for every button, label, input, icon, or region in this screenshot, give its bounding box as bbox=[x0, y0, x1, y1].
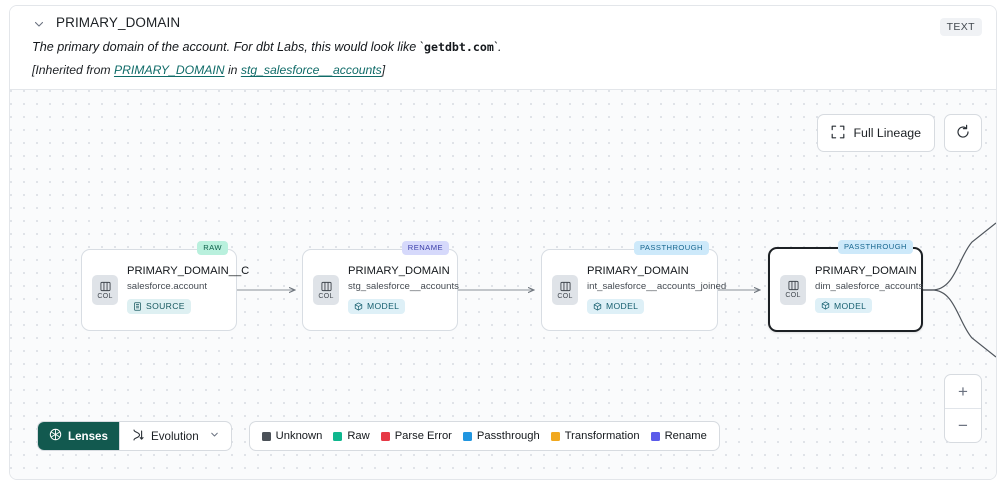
expand-icon bbox=[831, 125, 845, 142]
chip-label: COL bbox=[97, 292, 113, 300]
node-name: PRIMARY_DOMAIN bbox=[815, 264, 917, 277]
card-header: PRIMARY_DOMAIN TEXT The primary domain o… bbox=[10, 6, 996, 90]
database-icon bbox=[134, 302, 141, 311]
column-description: The primary domain of the account. For d… bbox=[10, 30, 996, 55]
lens-aperture-icon bbox=[49, 428, 62, 444]
legend-swatch bbox=[462, 431, 472, 441]
legend-item: Transformation bbox=[550, 430, 640, 442]
chip-label: COL bbox=[557, 292, 573, 300]
node-kind-badge: MODEL bbox=[348, 298, 406, 314]
column-detail-card: PRIMARY_DOMAIN TEXT The primary domain o… bbox=[9, 5, 997, 480]
legend-swatch bbox=[380, 431, 390, 441]
canvas-bottom-bar: Lenses Evolution bbox=[37, 421, 720, 451]
evolution-dropdown[interactable]: Evolution bbox=[118, 422, 231, 450]
node-kind-label: MODEL bbox=[834, 300, 867, 311]
legend-label: Parse Error bbox=[394, 430, 452, 442]
type-badge: TEXT bbox=[939, 18, 982, 36]
lens-badge: RENAME bbox=[401, 241, 449, 255]
inherited-column-link[interactable]: PRIMARY_DOMAIN bbox=[113, 63, 225, 78]
legend-label: Unknown bbox=[275, 430, 323, 442]
legend-swatch bbox=[650, 431, 660, 441]
legend-item: Raw bbox=[333, 430, 370, 442]
node-kind-badge: SOURCE bbox=[127, 298, 191, 314]
node-subtitle: int_salesforce__accounts_joined bbox=[587, 281, 727, 292]
node-kind-label: MODEL bbox=[606, 301, 639, 312]
node-subtitle: dim_salesforce_accounts bbox=[815, 280, 924, 292]
inherited-model-link[interactable]: stg_salesforce__accounts bbox=[240, 63, 382, 78]
node-name: PRIMARY_DOMAIN__C bbox=[127, 265, 250, 277]
chevron-down-icon[interactable] bbox=[32, 17, 46, 31]
cube-icon bbox=[354, 302, 363, 311]
refresh-button[interactable] bbox=[944, 114, 982, 152]
legend-label: Passthrough bbox=[476, 430, 540, 442]
description-text: The primary domain of the account. For d… bbox=[32, 40, 424, 54]
evolution-icon bbox=[131, 428, 145, 445]
legend-label: Raw bbox=[347, 430, 370, 442]
columns-icon: COL bbox=[780, 274, 806, 305]
lineage-node[interactable]: RAW COL PRIMARY_DOMAIN__C salesforce.acc… bbox=[81, 241, 250, 331]
cube-icon bbox=[821, 301, 830, 311]
lens-badge: PASSTHROUGH bbox=[633, 241, 709, 255]
chevron-down-icon bbox=[209, 429, 220, 443]
description-code: getdbt.com bbox=[424, 40, 494, 54]
zoom-in-button[interactable]: + bbox=[958, 381, 968, 401]
chip-label: COL bbox=[318, 292, 334, 300]
evolution-label: Evolution bbox=[150, 429, 199, 443]
inherited-prefix: [Inherited from bbox=[32, 63, 114, 78]
inherited-from: [Inherited from PRIMARY_DOMAIN in stg_sa… bbox=[10, 55, 996, 78]
node-kind-badge: MODEL bbox=[587, 298, 645, 314]
node-subtitle: salesforce.account bbox=[127, 281, 207, 292]
zoom-controls: + − bbox=[944, 374, 982, 443]
legend-item: Passthrough bbox=[462, 430, 540, 442]
lenses-button[interactable]: Lenses bbox=[38, 422, 119, 450]
canvas-top-controls: Full Lineage bbox=[817, 114, 982, 152]
title-row: PRIMARY_DOMAIN bbox=[10, 6, 996, 30]
legend-label: Transformation bbox=[564, 430, 640, 442]
columns-icon: COL bbox=[313, 275, 339, 305]
lens-badge: RAW bbox=[197, 241, 228, 255]
inherited-middle: in bbox=[224, 63, 241, 78]
zoom-out-button[interactable]: − bbox=[945, 408, 981, 442]
full-lineage-button[interactable]: Full Lineage bbox=[817, 114, 935, 152]
legend-item: Parse Error bbox=[380, 430, 452, 442]
description-suffix: `. bbox=[493, 40, 502, 54]
node-kind-label: MODEL bbox=[367, 301, 400, 312]
legend-item: Unknown bbox=[261, 430, 323, 442]
legend-swatch bbox=[333, 431, 343, 441]
node-name: PRIMARY_DOMAIN bbox=[587, 265, 689, 277]
lineage-node[interactable]: RENAME COL PRIMARY_DOMAIN stg_salesforce… bbox=[302, 241, 459, 331]
node-kind-badge: MODEL bbox=[815, 298, 873, 314]
node-subtitle: stg_salesforce__accounts bbox=[348, 281, 459, 292]
full-lineage-label: Full Lineage bbox=[853, 126, 921, 140]
refresh-icon bbox=[955, 124, 971, 143]
inherited-suffix: ] bbox=[381, 63, 386, 78]
chip-label: COL bbox=[785, 292, 801, 299]
lenses-label: Lenses bbox=[68, 429, 108, 443]
lenses-segmented-control: Lenses Evolution bbox=[37, 421, 232, 451]
page-title: PRIMARY_DOMAIN bbox=[56, 15, 181, 30]
node-kind-label: SOURCE bbox=[146, 301, 185, 312]
legend-label: Rename bbox=[664, 430, 707, 442]
legend-swatch bbox=[261, 431, 271, 441]
lens-badge: PASSTHROUGH bbox=[837, 240, 913, 254]
lens-legend: Unknown Raw Parse Error Passthrough bbox=[248, 421, 720, 451]
columns-icon: COL bbox=[552, 275, 578, 305]
node-name: PRIMARY_DOMAIN bbox=[348, 265, 450, 277]
lineage-canvas[interactable]: RAW COL PRIMARY_DOMAIN__C salesforce.acc… bbox=[10, 90, 996, 479]
cube-icon bbox=[593, 302, 602, 311]
lineage-node[interactable]: PASSTHROUGH COL PRIMARY_DOMAIN int_sales… bbox=[541, 241, 727, 331]
legend-item: Rename bbox=[650, 430, 707, 442]
lineage-node-selected[interactable]: PASSTHROUGH COL PRIMARY_DOMAIN dim_sales… bbox=[768, 240, 924, 332]
legend-swatch bbox=[550, 431, 560, 441]
columns-icon: COL bbox=[92, 275, 118, 305]
